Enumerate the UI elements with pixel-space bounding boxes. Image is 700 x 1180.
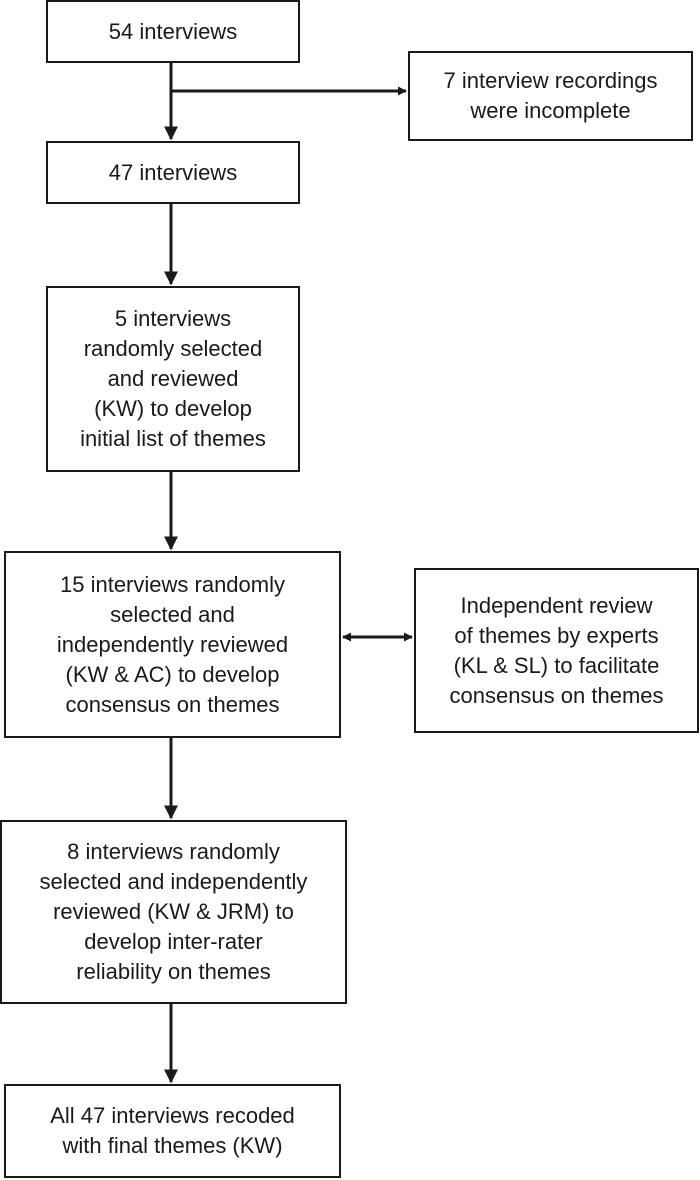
node-text-line: selected and independently: [39, 869, 308, 894]
node-expert-review: Independent review of themes by experts (K…: [414, 568, 699, 733]
node-text-line: Independent review: [460, 592, 653, 618]
node-text-line: 8 interviews randomly: [67, 839, 280, 864]
node-text-line: 47 interviews: [108, 159, 238, 185]
node-text-line: consensus on themes: [449, 682, 664, 708]
node-text-line: (KW) to develop: [94, 396, 252, 421]
node-text-line: initial list of themes: [80, 426, 266, 451]
node-incomplete-recordings: 7 interview recordings were incomplete: [408, 51, 693, 141]
node-54-interviews: 54 interviews: [46, 0, 300, 63]
node-text-line: of themes by experts: [454, 622, 659, 648]
node-text-line: reviewed (KW & JRM) to: [53, 899, 294, 924]
node-text-line: 15 interviews randomly: [60, 571, 285, 597]
node-text-line: All 47 interviews recoded: [50, 1103, 295, 1128]
node-text-line: (KW & AC) to develop: [65, 661, 280, 687]
node-text-line: and reviewed: [107, 366, 239, 391]
node-47-interviews: 47 interviews: [46, 141, 300, 204]
node-text-line: reliability on themes: [76, 959, 271, 984]
node-initial-themes: 5 interviews randomly selected and reviewe…: [46, 286, 300, 472]
node-text-line: (KL & SL) to facilitate: [453, 652, 660, 678]
node-text-line: 5 interviews: [114, 306, 232, 331]
node-text-line: develop inter-rater: [84, 929, 263, 954]
node-inter-rater-reliability: 8 interviews randomly selected and indepe…: [0, 820, 347, 1004]
node-consensus-themes: 15 interviews randomly selected and indepe…: [4, 551, 341, 738]
node-text-line: randomly selected: [83, 336, 263, 361]
node-text-line: with final themes (KW): [62, 1133, 283, 1158]
node-text-line: independently reviewed: [56, 631, 289, 657]
node-text-line: consensus on themes: [65, 691, 280, 717]
node-text-line: 54 interviews: [108, 18, 238, 44]
node-text-line: were incomplete: [470, 98, 631, 123]
node-text-line: 7 interview recordings: [443, 68, 658, 93]
node-final-recoding: All 47 interviews recoded with final them…: [4, 1084, 341, 1178]
node-text-line: selected and: [110, 601, 235, 627]
